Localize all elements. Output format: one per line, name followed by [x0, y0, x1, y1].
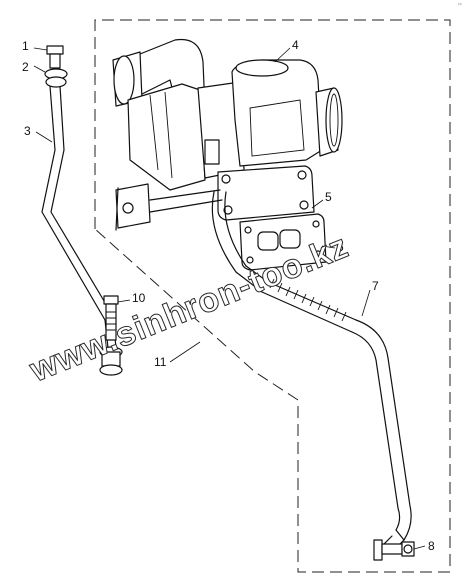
- assembly-boundary: [94, 19, 451, 573]
- callout-3: 3: [24, 124, 31, 138]
- callout-5: 5: [325, 190, 332, 204]
- callout-7: 7: [372, 279, 379, 293]
- callout-2: 2: [22, 60, 29, 74]
- turbocharger: [112, 38, 343, 271]
- corner-mark: ᵖᵖ: [458, 2, 462, 8]
- callout-4: 4: [292, 38, 299, 52]
- callout-11: 11: [154, 355, 167, 369]
- banjo-bolt-top: [46, 45, 64, 69]
- callout-1: 1: [22, 39, 29, 53]
- oil-drain-pipe: [211, 191, 412, 561]
- callout-10: 10: [132, 291, 146, 305]
- callout-8: 8: [428, 539, 435, 553]
- drain-fitting: [401, 541, 415, 557]
- callout-6: 6: [337, 240, 344, 254]
- callout-leaders: [33, 47, 426, 550]
- banjo-bolt-bottom: [99, 295, 123, 376]
- sealing-washer-top: [44, 68, 68, 88]
- watermark-text: www.sinhron-too.kz: [24, 227, 354, 390]
- oil-feed-line: [41, 85, 117, 349]
